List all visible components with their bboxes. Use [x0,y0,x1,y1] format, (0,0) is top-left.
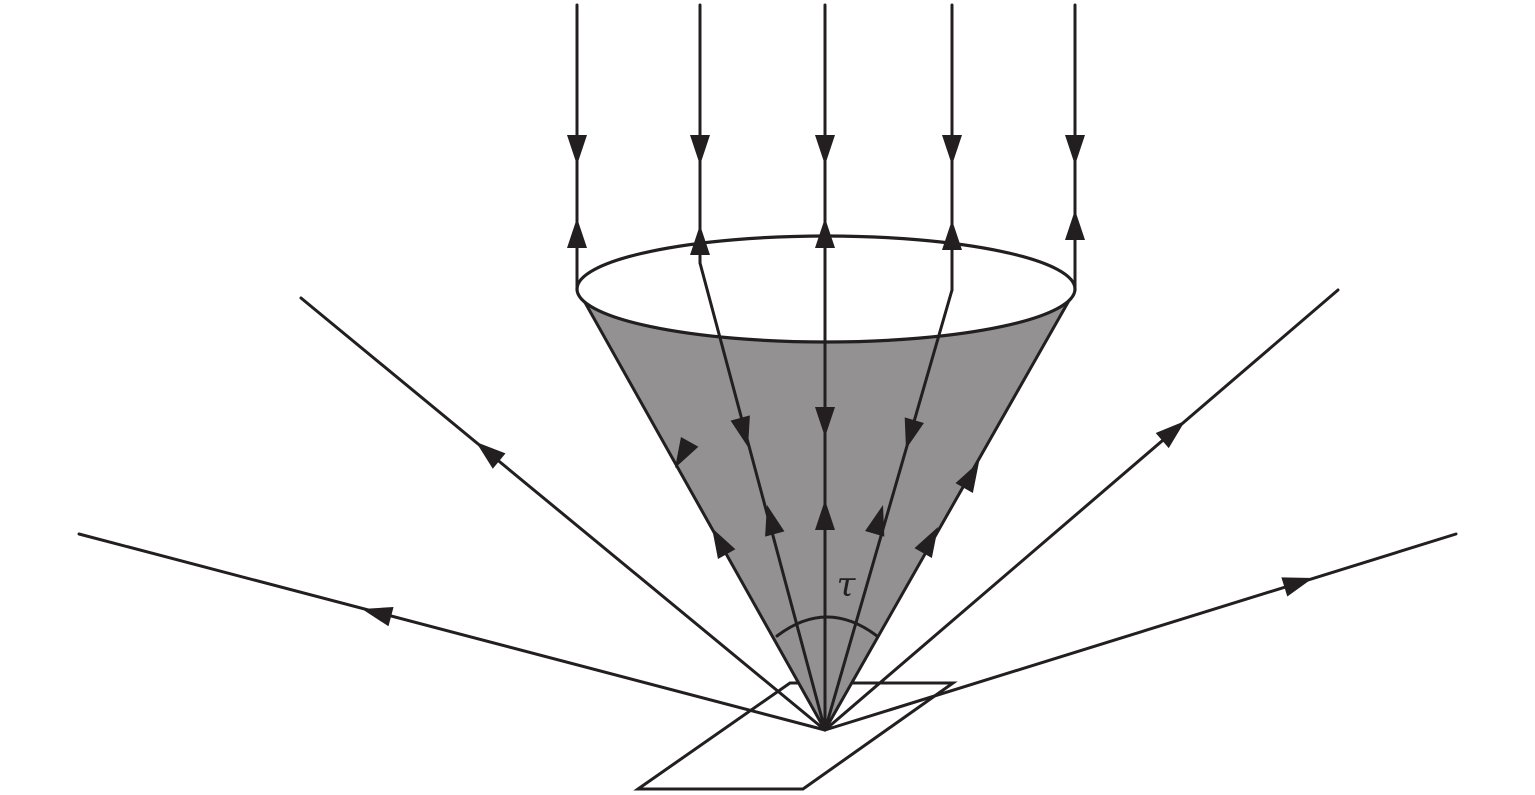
cone-ray-inner-left [698,261,827,732]
arrowhead [567,218,587,248]
arrowhead [815,218,835,248]
surface-patch [633,681,958,791]
arrowhead [914,527,938,559]
arrowhead [730,415,750,447]
arrowhead [675,436,699,468]
cone-edge-left [576,288,827,732]
arrowhead [1155,421,1185,449]
arrowhead [815,500,835,530]
arrowhead [362,606,394,627]
arrowhead [476,442,506,469]
cone-ray-inner-right [823,288,954,732]
outer-ray-far-right [823,532,1458,732]
arrowhead [690,135,710,165]
arrowhead [955,462,979,494]
arrowhead [1281,577,1313,597]
arrowhead [904,417,924,449]
arrowhead [942,135,962,165]
outer-ray-left [299,296,827,732]
arrowheads [362,135,1313,627]
outer-ray-right [823,288,1340,732]
angle-label-tau: τ [837,565,857,605]
arrowhead [815,407,835,437]
arrowhead [942,220,962,250]
arrowhead [690,225,710,255]
arrowhead [712,528,736,560]
arrowhead [1065,135,1085,165]
arrowhead [815,135,835,165]
cone-edge-right [823,288,1077,732]
arrowhead [765,505,785,537]
outer-ray-far-left [77,532,827,732]
arrowhead [567,135,587,165]
arrowhead [865,505,885,537]
angle-arc [775,615,879,638]
arrowhead [1065,210,1085,240]
